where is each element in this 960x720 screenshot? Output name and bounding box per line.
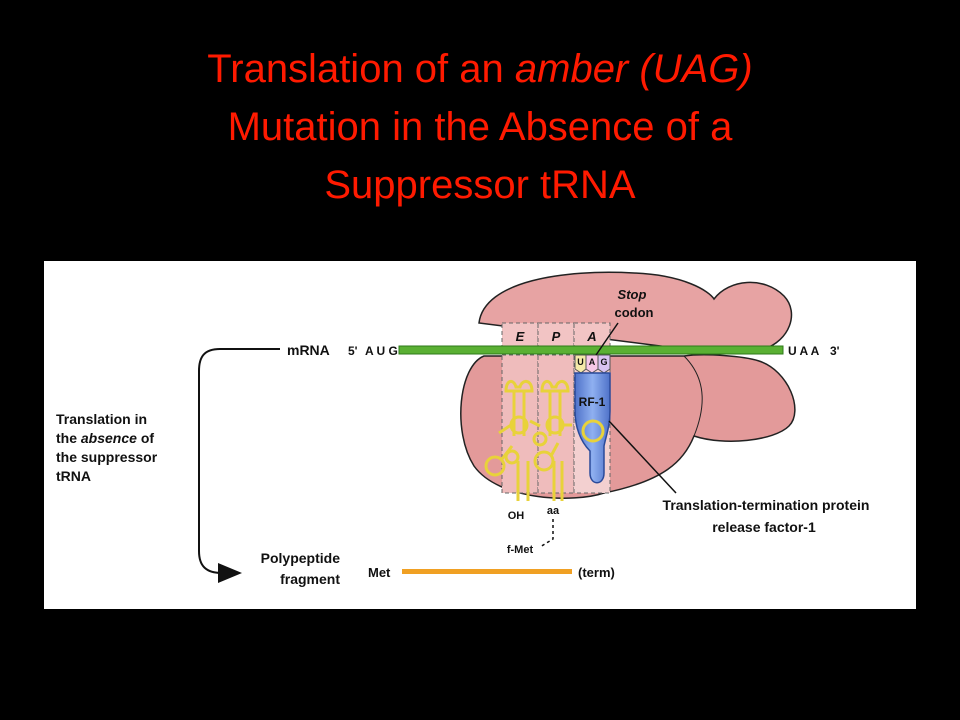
oh-label: OH xyxy=(508,510,525,522)
e-site-trna xyxy=(484,380,541,501)
rf-caption-line1: Translation-termination protein xyxy=(663,497,870,513)
stop-codon-label-line2: codon xyxy=(615,305,654,320)
e-site-column xyxy=(501,354,539,494)
fmet-label: f-Met xyxy=(507,544,534,556)
side-label: Translation in the absence of the suppre… xyxy=(56,411,158,484)
mrna-three-prime: 3' xyxy=(830,344,840,358)
e-site-label: E xyxy=(516,329,525,344)
p-site-trna xyxy=(532,380,572,501)
fmet-connector xyxy=(539,519,554,548)
nucleotide-u xyxy=(574,354,587,374)
polypeptide-chain xyxy=(402,569,572,574)
polypeptide-label-line2: fragment xyxy=(280,571,340,587)
p-site-label: P xyxy=(552,329,561,344)
rf1-protein xyxy=(574,372,611,484)
nucleotide-g-label: G xyxy=(600,357,607,367)
mrna-label: mRNA xyxy=(287,342,330,358)
stop-codon-pointer xyxy=(595,322,619,356)
aa-label: aa xyxy=(547,505,560,517)
side-label-line2: the absence of xyxy=(56,430,154,446)
diagram-svg: E P A U A G RF-1 xyxy=(56,271,870,587)
side-label-line3: the suppressor xyxy=(56,449,158,465)
stop-codon-nucleotides: U A G xyxy=(574,354,611,374)
title-line-2: Mutation in the Absence of a xyxy=(227,105,733,149)
nucleotide-u-label: U xyxy=(577,357,584,367)
mrna-strand xyxy=(398,345,784,355)
nucleotide-a-label: A xyxy=(589,357,596,367)
term-label: (term) xyxy=(578,565,615,580)
met-label: Met xyxy=(368,565,391,580)
rf1-pointer xyxy=(608,420,677,494)
rf-caption-line2: release factor-1 xyxy=(712,519,816,535)
mrna-start-codon: A U G xyxy=(365,344,398,358)
side-label-line1: Translation in xyxy=(56,411,147,427)
polypeptide-label-line1: Polypeptide xyxy=(261,550,341,566)
slide-title: Translation of an amber (UAG) Mutation i… xyxy=(0,40,960,214)
translation-diagram: E P A U A G RF-1 xyxy=(44,261,916,609)
mrna-end-codon: U A A xyxy=(788,344,820,358)
mrna-five-prime: 5' xyxy=(348,344,358,358)
rf1-label: RF-1 xyxy=(579,395,606,409)
flow-arrow xyxy=(198,348,280,583)
a-site-label: A xyxy=(586,329,596,344)
title-line-1: Translation of an amber (UAG) xyxy=(207,47,753,91)
ribosome-sites: E P A xyxy=(501,322,611,350)
title-line-3: Suppressor tRNA xyxy=(324,163,636,207)
nucleotide-g xyxy=(597,354,611,374)
side-label-line4: tRNA xyxy=(56,468,91,484)
rf1-loop xyxy=(581,419,605,443)
stop-codon-label-line1: Stop xyxy=(618,287,647,302)
